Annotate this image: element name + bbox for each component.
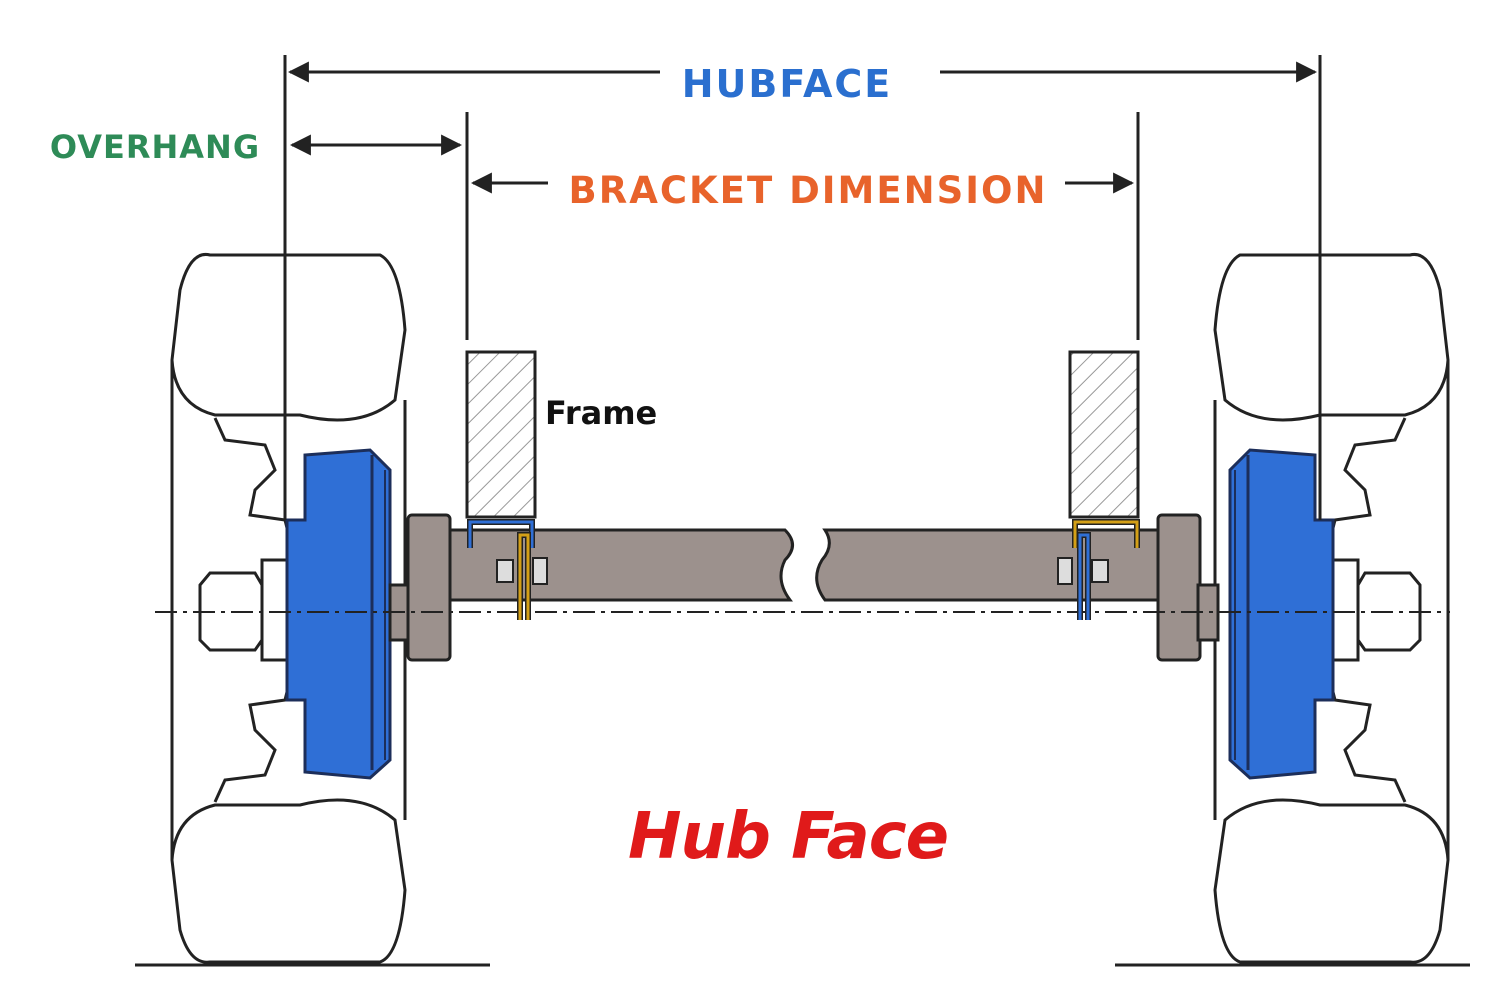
left-rim-upper — [213, 417, 292, 541]
left-rim-lower — [213, 679, 292, 803]
left-brake-drum — [285, 448, 392, 780]
frame-label: Frame — [545, 394, 657, 432]
bracket-right — [1057, 519, 1140, 620]
axle-right — [815, 513, 1220, 662]
right-rim-lower — [1328, 679, 1407, 803]
frame-right — [1068, 350, 1140, 519]
axle-left — [388, 513, 794, 662]
left-tire-lower — [170, 798, 407, 964]
right-rim-upper — [1328, 417, 1407, 541]
left-wheel — [170, 252, 407, 964]
right-tire-lower — [1213, 798, 1450, 964]
right-tire-upper — [1213, 252, 1450, 422]
overhang-label: OVERHANG — [50, 128, 260, 166]
right-wheel — [1213, 252, 1450, 964]
right-brake-drum — [1228, 448, 1335, 780]
bracket-dimension-label: BRACKET DIMENSION — [569, 169, 1048, 212]
hubface-label: HUBFACE — [682, 62, 892, 106]
hub-face-title: Hub Face — [628, 800, 948, 874]
left-tire-upper — [170, 252, 407, 422]
frame-left — [465, 350, 537, 519]
bracket-left — [467, 519, 548, 620]
